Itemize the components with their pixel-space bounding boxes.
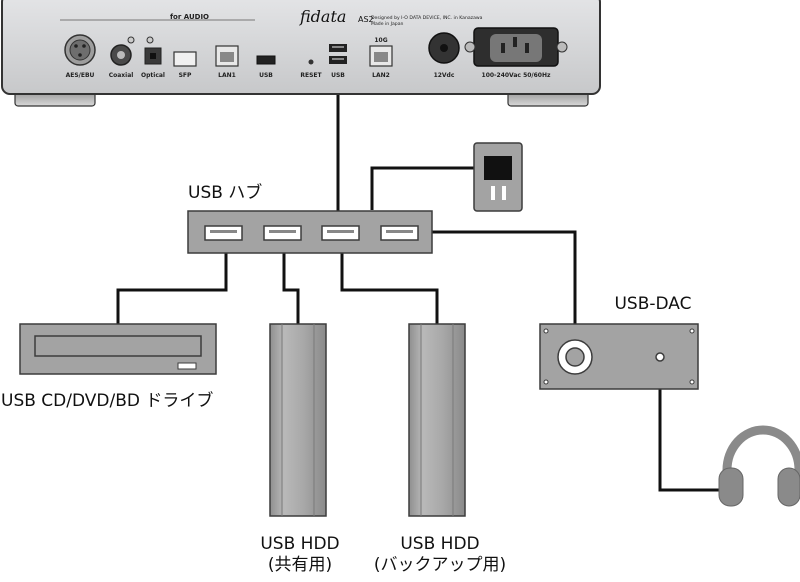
port-label-usb: USB xyxy=(259,72,273,79)
hdd-backup-icon xyxy=(408,323,466,517)
hdd-shared-label: USB HDD (共有用) xyxy=(225,534,375,576)
headphones-icon xyxy=(718,425,800,507)
reset-button-icon xyxy=(308,59,314,65)
hdd-backup-note: (バックアップ用) xyxy=(373,555,507,575)
lan2-port-icon xyxy=(369,45,393,67)
power-outlet-icon xyxy=(473,142,523,212)
usb-port-icon xyxy=(256,55,276,65)
port-label-usb2: USB xyxy=(331,72,345,79)
port-label-lan2-speed: 10G xyxy=(374,37,387,44)
hdd-shared-icon xyxy=(269,323,327,517)
lan1-port-icon xyxy=(215,45,239,67)
coaxial-port-icon xyxy=(110,36,135,66)
usb-dac-icon xyxy=(539,323,699,390)
ac-inlet-icon xyxy=(464,27,568,67)
port-label-dc: 12Vdc xyxy=(434,72,455,79)
usb-drive-label: USB CD/DVD/BD ドライブ xyxy=(1,391,214,411)
usb-stack-port-icon xyxy=(329,44,347,64)
sfp-port-icon xyxy=(173,51,197,67)
port-label-coaxial: Coaxial xyxy=(109,72,134,79)
hdd-shared-name: USB HDD xyxy=(260,534,340,554)
player-designed-by: Designed by I-O DATA DEVICE, INC. in Kan… xyxy=(371,15,483,21)
port-label-reset: RESET xyxy=(300,72,322,79)
port-label-lan2: LAN2 xyxy=(372,72,390,79)
cable-dac-to-headphones xyxy=(658,357,725,492)
cables xyxy=(116,70,725,492)
port-label-sfp: SFP xyxy=(179,72,192,79)
usb-hub-label: USB ハブ xyxy=(188,183,263,203)
player-brand: fidata xyxy=(299,7,346,26)
port-label-lan1: LAN1 xyxy=(218,72,236,79)
player-made-in: Made in Japan xyxy=(371,21,404,27)
hdd-shared-note: (共有用) xyxy=(267,555,333,575)
optical-port-icon xyxy=(144,36,162,65)
usb-hub-icon xyxy=(187,210,433,254)
cable-hub-to-hdd-backup xyxy=(340,243,439,326)
port-label-ac: 100-240Vac 50/60Hz xyxy=(482,72,551,79)
player-rear-panel: for AUDIO fidata AS2 Designed by I-O DAT… xyxy=(1,0,601,107)
usb-dac-label: USB-DAC xyxy=(614,294,692,314)
player-body xyxy=(1,0,601,95)
cable-hub-to-hdd-shared xyxy=(282,243,300,326)
player-model: AS2 xyxy=(358,15,374,24)
optical-drive-icon xyxy=(19,323,217,375)
dc-port-icon xyxy=(428,32,460,64)
cable-hub-to-dac xyxy=(400,230,577,326)
player-top-label: for AUDIO xyxy=(170,13,209,21)
xlr-port-icon xyxy=(64,34,96,66)
hdd-backup-name: USB HDD xyxy=(400,534,480,554)
port-label-optical: Optical xyxy=(141,72,165,79)
hdd-backup-label: USB HDD (バックアップ用) xyxy=(355,534,525,576)
cable-hub-to-power xyxy=(370,166,488,210)
cable-hub-to-drive xyxy=(116,243,228,326)
port-label-aes-ebu: AES/EBU xyxy=(66,72,95,79)
